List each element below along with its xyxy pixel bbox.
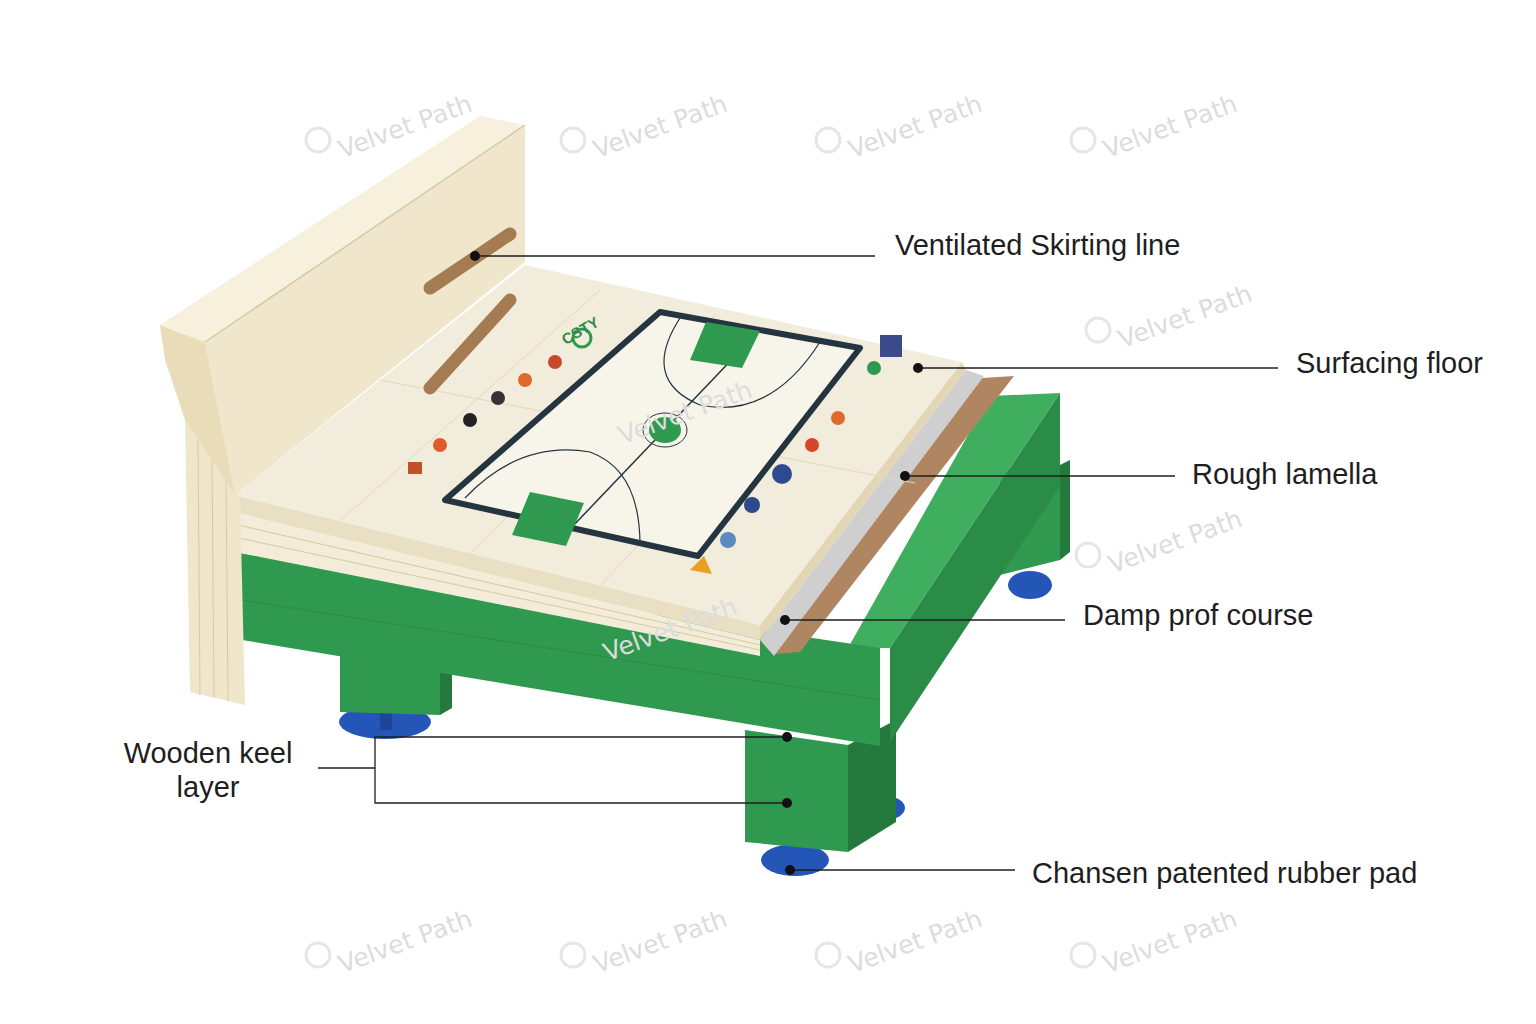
lower-keel-right <box>745 720 905 876</box>
watermark: Velvet Path <box>614 375 756 450</box>
part-label: Ventilated Skirting line <box>895 228 1180 262</box>
part-label: Surfacing floor <box>1296 346 1483 380</box>
watermark: Velvet Path <box>334 904 476 979</box>
badge-logos <box>408 329 902 574</box>
watermark: Velvet Path <box>1104 504 1246 579</box>
part-label: Rough lamella <box>1192 457 1377 491</box>
brand-mark: CSTY <box>558 313 601 348</box>
leader-dots <box>470 251 923 875</box>
watermark: Velvet Path <box>334 89 476 164</box>
watermark: Velvet Path <box>589 89 731 164</box>
leader-lines <box>318 256 1278 870</box>
part-label: Damp prof course <box>1083 598 1314 632</box>
watermark: Velvet Path <box>844 89 986 164</box>
court-drawing <box>445 312 860 556</box>
part-label: Wooden keel layer <box>108 736 308 804</box>
ventilated-skirting <box>160 116 525 705</box>
watermark: Velvet Path <box>599 592 741 667</box>
part-label: Chansen patented rubber pad <box>1032 856 1417 890</box>
watermark: Velvet Path <box>1099 89 1241 164</box>
watermark: Velvet Path <box>1099 904 1241 979</box>
watermark: Velvet Path <box>844 904 986 979</box>
watermark: Velvet Path <box>589 904 731 979</box>
watermark: Velvet Path <box>1114 279 1256 354</box>
